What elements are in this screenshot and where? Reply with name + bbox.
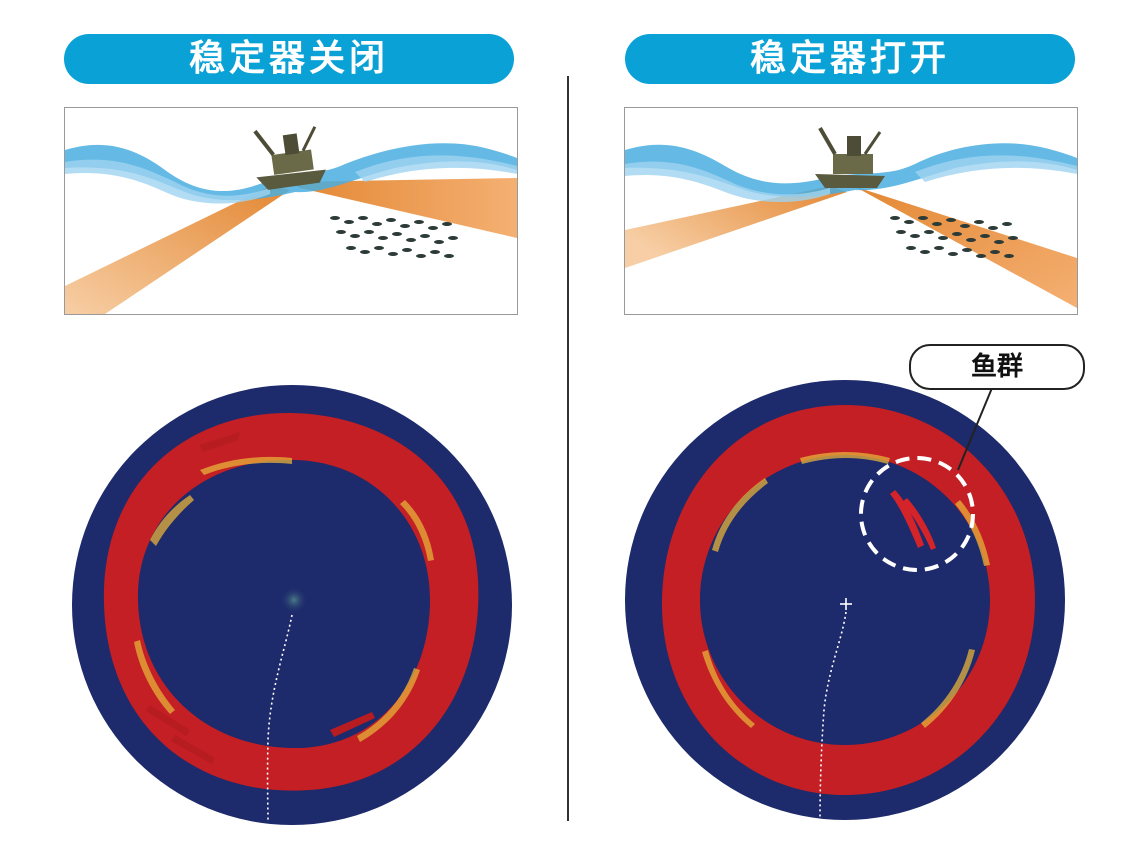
boat-icon	[815, 127, 885, 188]
title-stabilizer-on: 稳定器打开	[625, 34, 1075, 84]
panel-stabilizer-on: 稳定器打开	[563, 0, 1125, 852]
fish-school-echo	[890, 490, 936, 550]
ownship-marker-icon	[840, 598, 852, 610]
sonar-beam-left	[65, 186, 290, 314]
sonar-display-off	[72, 385, 512, 825]
fish-school-icon	[890, 216, 1018, 258]
ship-track-off	[266, 614, 293, 823]
echo-fringe-on	[702, 452, 990, 728]
sonar-beam-right	[847, 184, 1077, 308]
panel-stabilizer-off: 稳定器关闭	[0, 0, 562, 852]
title-stabilizer-off: 稳定器关闭	[64, 34, 514, 84]
sonar-beam-right	[290, 178, 517, 238]
sonar-display-on	[625, 380, 1065, 821]
scene-illustration-off	[64, 107, 518, 315]
echo-fringe-off	[134, 456, 434, 742]
boat-icon	[253, 126, 326, 190]
panel-divider	[567, 76, 569, 821]
fish-school-icon	[330, 216, 458, 258]
wave-crest	[625, 143, 1077, 197]
fish-school-highlight	[859, 456, 975, 572]
ship-track-on	[819, 611, 847, 821]
callout-leader-line	[957, 387, 993, 471]
callout-fish-school: 鱼群	[909, 344, 1085, 390]
echo-fragments-off	[146, 432, 375, 764]
sonar-beam-left	[625, 186, 847, 268]
ownship-icon	[280, 586, 308, 614]
scene-illustration-on	[624, 107, 1078, 315]
